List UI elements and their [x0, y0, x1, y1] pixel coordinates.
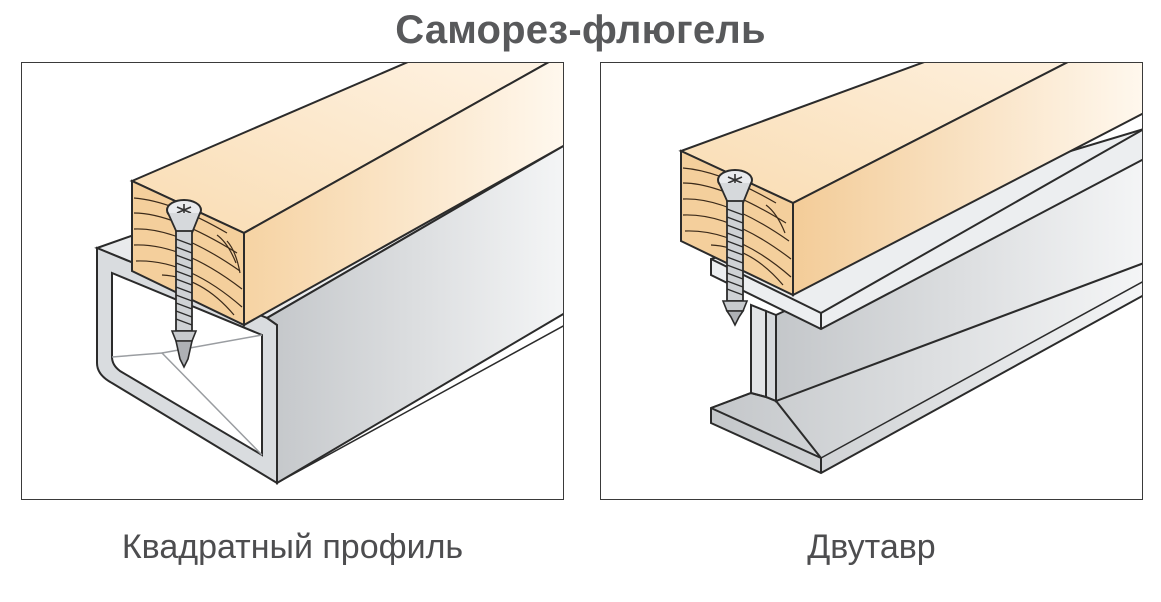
square-profile-illustration [94, 63, 563, 485]
caption-i-beam: Двутавр [807, 528, 936, 566]
screw-icon [717, 169, 753, 327]
i-beam-panel [600, 62, 1143, 500]
i-beam-illustration [678, 63, 1142, 475]
page-title: Саморез-флюгель [395, 8, 766, 52]
tube-opening [111, 271, 263, 457]
caption-square-profile: Квадратный профиль [121, 528, 464, 566]
square-profile-panel [21, 62, 564, 500]
web [765, 309, 777, 403]
screw-icon [166, 199, 202, 369]
